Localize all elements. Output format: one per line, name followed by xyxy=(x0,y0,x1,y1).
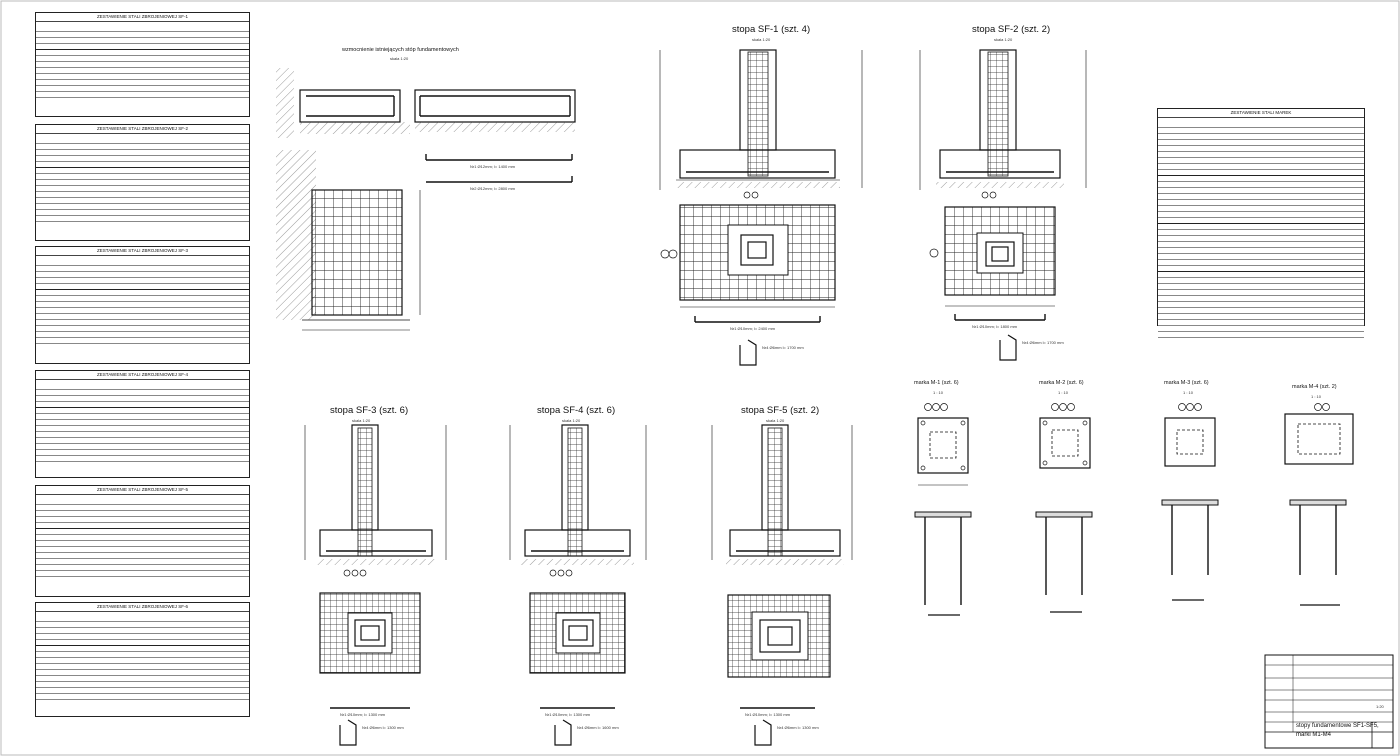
footing-sf5-stirrup-label: Nr4 Ø6mm l= 1300 mm xyxy=(777,725,819,730)
steel-table-title: ZESTAWIENIE STALI ZBROJENIOWEJ SF-4 xyxy=(36,371,249,380)
steel-table-title: ZESTAWIENIE STALI ZBROJENIOWEJ SF-2 xyxy=(36,125,249,134)
footing-sf2-stirrup-label: Nr4 Ø6mm l= 1700 mm xyxy=(1022,340,1064,345)
reinforcement-bar1-label: Nr1 Ø12mm; l= 1400 mm xyxy=(470,164,516,169)
steel-table-title: ZESTAWIENIE STALI ZBROJENIOWEJ SF-5 xyxy=(36,486,249,495)
footing-sf4-title: stopa SF-4 (szt. 6) xyxy=(537,405,616,416)
footing-sf5-bar-label: Nr1 Ø10mm; l= 1300 mm xyxy=(745,712,791,717)
footing-sf4-bar-label: Nr1 Ø10mm; l= 1300 mm xyxy=(545,712,591,717)
mark-m2-title: marka M-2 (szt. 6) xyxy=(1039,380,1084,386)
footing-sf1-stirrup-label: Nr4 Ø6mm l= 1700 mm xyxy=(762,345,804,350)
footing-sf1-title: stopa SF-1 (szt. 4) xyxy=(732,24,811,35)
reinforcement-scale: skala 1:20 xyxy=(390,56,409,61)
mark-m1-scale: 1 : 10 xyxy=(933,390,944,395)
footing-sf3-title: stopa SF-3 (szt. 6) xyxy=(330,405,409,416)
drawing-subtitle: marki M1-M4 xyxy=(1296,732,1332,738)
title-block-frame xyxy=(1264,654,1394,749)
footing-sf3-drawing xyxy=(304,424,447,746)
mark-m3-drawing xyxy=(1161,403,1219,601)
steel-table-sf4: ZESTAWIENIE STALI ZBROJENIOWEJ SF-4 xyxy=(35,370,250,478)
reinforcement-title: wzmocnienie istniejących stóp fundamento… xyxy=(342,47,459,53)
drawing-scale: 1:20 xyxy=(1376,704,1384,709)
steel-table-title: ZESTAWIENIE STALI ZBROJENIOWEJ SF-1 xyxy=(36,13,249,22)
steel-table-sf3: ZESTAWIENIE STALI ZBROJENIOWEJ SF-3 xyxy=(35,246,250,364)
mark-m4-scale: 1 : 10 xyxy=(1311,394,1322,399)
footing-sf2-scale: skala 1:20 xyxy=(994,37,1013,42)
mark-m1-drawing xyxy=(914,403,972,616)
drawing-title: stopy fundamentowe SF1-SF5, xyxy=(1296,723,1379,729)
marks-table-title: ZESTAWIENIE STALI MAREK xyxy=(1158,109,1364,118)
mark-m1-title: marka M-1 (szt. 6) xyxy=(914,380,959,386)
footing-sf2-bar-label: Nr1 Ø10mm; l= 1800 mm xyxy=(972,324,1018,329)
footing-sf2-drawing xyxy=(919,49,1087,361)
reinforcement-section xyxy=(276,68,576,331)
footing-sf3-scale: skala 1:20 xyxy=(352,418,371,423)
footing-sf4-drawing xyxy=(509,424,647,746)
reinforcement-bar2-label: Nr2 Ø12mm; l= 2800 mm xyxy=(470,186,516,191)
marks-steel-table: ZESTAWIENIE STALI MAREK xyxy=(1157,108,1365,338)
mark-m3-title: marka M-3 (szt. 6) xyxy=(1164,380,1209,386)
footing-sf3-stirrup-label: Nr4 Ø6mm l= 1300 mm xyxy=(362,725,404,730)
footing-sf5-title: stopa SF-5 (szt. 2) xyxy=(741,405,820,416)
mark-m3-scale: 1 : 10 xyxy=(1183,390,1194,395)
mark-m4-title: marka M-4 (szt. 2) xyxy=(1292,384,1337,390)
steel-table-sf2: ZESTAWIENIE STALI ZBROJENIOWEJ SF-2 xyxy=(35,124,250,241)
footing-sf1-drawing xyxy=(659,49,863,366)
footing-sf4-stirrup-label: Nr4 Ø6mm l= 1600 mm xyxy=(577,725,619,730)
footing-sf5-scale: skala 1:20 xyxy=(766,418,785,423)
steel-table-sf5: ZESTAWIENIE STALI ZBROJENIOWEJ SF-5 xyxy=(35,485,250,597)
footing-sf5-drawing xyxy=(711,424,853,746)
footing-sf2-title: stopa SF-2 (szt. 2) xyxy=(972,24,1051,35)
mark-m4-drawing xyxy=(1284,403,1354,606)
steel-table-title: ZESTAWIENIE STALI ZBROJENIOWEJ SF-6 xyxy=(36,603,249,612)
footing-sf1-bar-label: Nr1 Ø10mm; l= 2400 mm xyxy=(730,326,776,331)
mark-m2-drawing xyxy=(1035,403,1093,613)
footing-sf3-bar-label: Nr1 Ø10mm; l= 1300 mm xyxy=(340,712,386,717)
mark-m2-scale: 1 : 10 xyxy=(1058,390,1069,395)
steel-table-sf6: ZESTAWIENIE STALI ZBROJENIOWEJ SF-6 xyxy=(35,602,250,717)
footing-sf4-scale: skala 1:20 xyxy=(562,418,581,423)
steel-table-title: ZESTAWIENIE STALI ZBROJENIOWEJ SF-3 xyxy=(36,247,249,256)
footing-sf1-scale: skala 1:20 xyxy=(752,37,771,42)
steel-table-sf1: ZESTAWIENIE STALI ZBROJENIOWEJ SF-1 xyxy=(35,12,250,117)
